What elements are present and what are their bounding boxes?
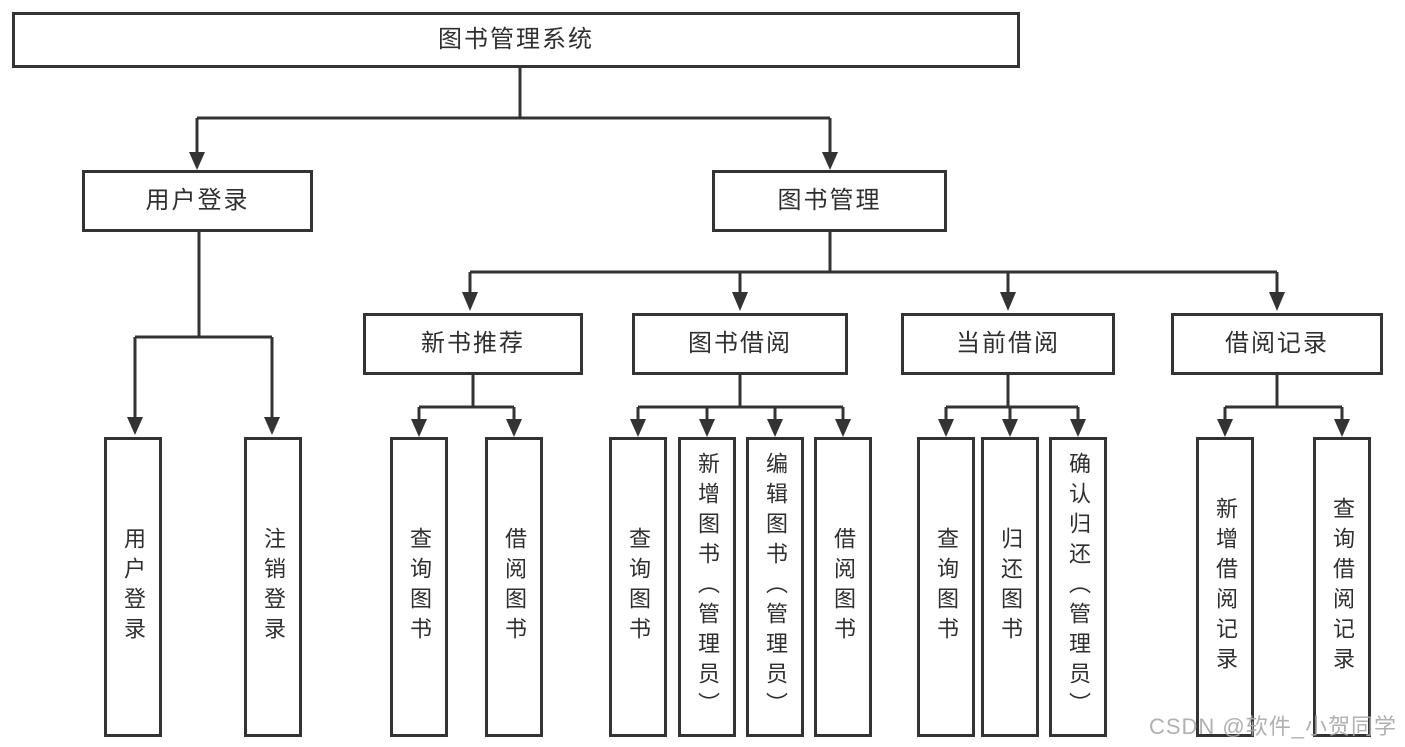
arrow-down-icon	[1269, 292, 1285, 311]
leaf-add-borrow-record: 新增借阅记录	[1196, 437, 1254, 737]
node-borrow-record: 借阅记录	[1171, 313, 1383, 375]
leaf-return-book: 归还图书	[981, 437, 1039, 737]
node-label: 查询图书	[934, 527, 959, 647]
leaf-query-book-current: 查询图书	[917, 437, 975, 737]
connector-current-borrow	[944, 375, 1080, 420]
arrow-down-icon	[506, 419, 522, 437]
arrow-down-icon	[1217, 419, 1233, 437]
arrow-down-icon	[938, 419, 954, 437]
node-label: 借阅图书	[502, 527, 527, 647]
node-label: 图书管理	[777, 187, 882, 214]
connector-book-mgmt	[468, 232, 1279, 293]
node-label: 注销登录	[261, 527, 286, 647]
node-label: 图书借阅	[688, 330, 792, 357]
arrow-down-icon	[1070, 419, 1086, 437]
node-book-management: 图书管理	[712, 170, 947, 232]
arrow-down-icon	[127, 417, 143, 435]
csdn-watermark: CSDN @软件_小贺同学	[1148, 714, 1397, 739]
node-user-login: 用户登录	[82, 170, 313, 232]
connector-book-borrow	[636, 375, 845, 420]
node-label: 新书推荐	[421, 330, 525, 357]
leaf-query-borrow-record: 查询借阅记录	[1313, 437, 1371, 737]
node-library-system: 图书管理系统	[12, 12, 1020, 68]
node-label: 新增图书（管理员）	[695, 452, 720, 722]
arrow-down-icon	[189, 152, 205, 170]
arrow-down-icon	[822, 152, 838, 170]
connector-new-book-rec	[417, 375, 516, 420]
arrow-down-icon	[1002, 419, 1018, 437]
leaf-confirm-return-admin: 确认归还（管理员）	[1049, 437, 1107, 737]
node-label: 查询借阅记录	[1330, 497, 1355, 677]
node-label: 确认归还（管理员）	[1066, 452, 1091, 722]
leaf-borrow-book: 借阅图书	[814, 437, 872, 737]
node-label: 编辑图书（管理员）	[763, 452, 788, 722]
node-label: 归还图书	[998, 527, 1023, 647]
arrow-down-icon	[699, 419, 715, 437]
node-label: 借阅图书	[831, 527, 856, 647]
node-label: 借阅记录	[1225, 330, 1329, 357]
arrow-down-icon	[1334, 419, 1350, 437]
leaf-edit-book-admin: 编辑图书（管理员）	[746, 437, 804, 737]
arrow-down-icon	[732, 292, 748, 311]
node-label: 新增借阅记录	[1213, 497, 1238, 677]
node-current-borrow: 当前借阅	[901, 313, 1115, 375]
arrow-down-icon	[835, 419, 851, 437]
arrow-down-icon	[630, 419, 646, 437]
arrow-down-icon	[1000, 292, 1016, 311]
arrow-down-icon	[411, 419, 427, 437]
arrow-down-icon	[767, 419, 783, 437]
arrow-down-icon	[462, 292, 478, 311]
leaf-borrow-book-recommend: 借阅图书	[485, 437, 543, 737]
node-label: 查询图书	[407, 527, 432, 647]
leaf-query-book-recommend: 查询图书	[390, 437, 448, 737]
node-label: 当前借阅	[956, 330, 1060, 357]
arrow-down-icon	[264, 417, 280, 435]
node-new-book-recommend: 新书推荐	[363, 313, 583, 375]
connector-root	[195, 68, 832, 153]
leaf-query-book-borrow: 查询图书	[609, 437, 667, 737]
node-label: 图书管理系统	[438, 26, 594, 53]
node-label: 用户登录	[145, 187, 250, 214]
leaf-add-book-admin: 新增图书（管理员）	[678, 437, 736, 737]
node-book-borrow: 图书借阅	[632, 313, 848, 375]
leaf-user-login: 用户登录	[104, 437, 162, 737]
node-label: 查询图书	[626, 527, 651, 647]
leaf-logout-login: 注销登录	[244, 437, 302, 737]
node-label: 用户登录	[121, 527, 146, 647]
connector-borrow-record	[1223, 375, 1344, 420]
connector-user-login	[133, 232, 274, 418]
